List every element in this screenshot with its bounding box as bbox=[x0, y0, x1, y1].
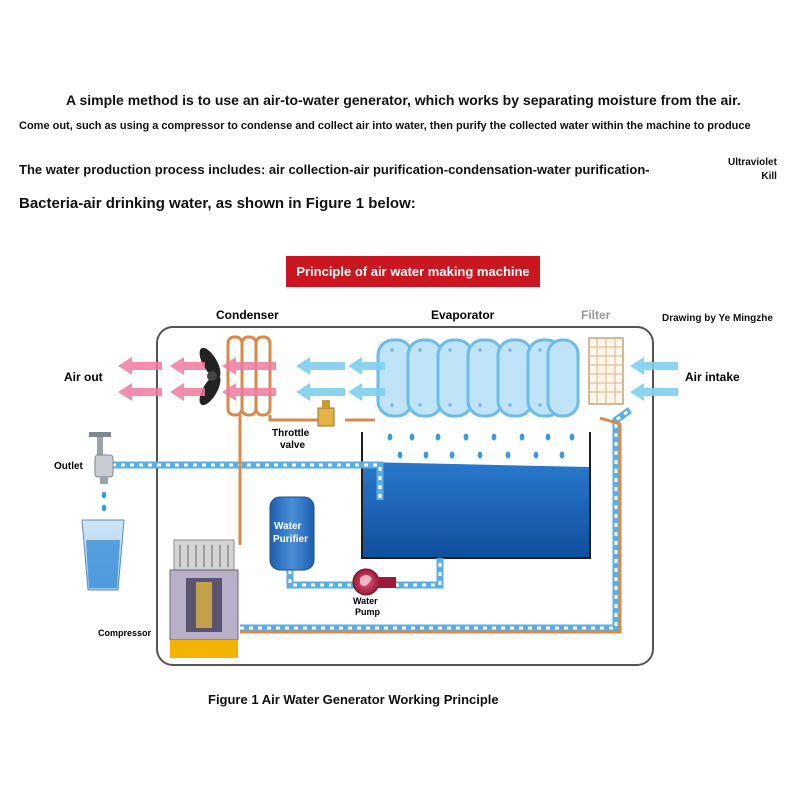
throttle-valve-icon bbox=[317, 400, 335, 427]
condenser-label: Condenser bbox=[216, 308, 279, 322]
compressor-icon bbox=[169, 539, 239, 658]
evaporator-coil-dots bbox=[390, 348, 542, 407]
figure-title: Principle of air water making machine bbox=[286, 256, 540, 287]
outlet-faucet-icon bbox=[89, 432, 114, 484]
ultraviolet-line-1: Ultraviolet bbox=[728, 157, 777, 168]
filter-grid bbox=[588, 337, 624, 405]
air-intake-arrows bbox=[296, 357, 678, 401]
machine-frame bbox=[156, 326, 654, 666]
figure-caption: Figure 1 Air Water Generator Working Pri… bbox=[208, 692, 499, 707]
intro-sentence-3: The water production process includes: a… bbox=[19, 162, 650, 177]
water-purifier-icon bbox=[269, 496, 315, 571]
air-intake-label: Air intake bbox=[685, 370, 740, 384]
water-pump-label-1: Water bbox=[353, 596, 378, 606]
throttle-valve-label-1: Throttle bbox=[272, 428, 310, 439]
throttle-valve-label-2: valve bbox=[280, 440, 305, 451]
drinking-cup-icon bbox=[81, 519, 125, 591]
evaporator-coil bbox=[376, 338, 580, 418]
intro-sentence-4: Bacteria-air drinking water, as shown in… bbox=[19, 195, 416, 212]
water-purifier-label-2: Purifier bbox=[273, 534, 308, 545]
ultraviolet-line-2: Kill bbox=[761, 171, 777, 182]
refrigerant-pipes bbox=[238, 415, 622, 634]
filter-label: Filter bbox=[581, 308, 611, 322]
intro-sentence-2: Come out, such as using a compressor to … bbox=[19, 120, 751, 132]
water-purifier-label-1: Water bbox=[274, 521, 302, 532]
intro-sentence-1: A simple method is to use an air-to-wate… bbox=[66, 92, 741, 108]
air-out-arrows bbox=[118, 357, 276, 401]
water-pump-icon bbox=[352, 568, 396, 596]
evaporator-label: Evaporator bbox=[431, 308, 495, 322]
fan-icon bbox=[199, 347, 221, 406]
water-tank bbox=[361, 432, 591, 559]
outlet-drops bbox=[101, 491, 107, 512]
outlet-label: Outlet bbox=[54, 461, 84, 472]
water-pipes-dashes bbox=[112, 408, 631, 630]
air-out-label: Air out bbox=[64, 370, 103, 384]
drawing-credit: Drawing by Ye Mingzhe bbox=[662, 313, 773, 324]
condenser-coil bbox=[226, 335, 272, 417]
compressor-label: Compressor bbox=[98, 628, 152, 638]
condensation-droplets bbox=[387, 433, 575, 459]
water-pump-label-2: Pump bbox=[355, 607, 381, 617]
ultraviolet-note: Ultraviolet Kill bbox=[728, 156, 777, 184]
